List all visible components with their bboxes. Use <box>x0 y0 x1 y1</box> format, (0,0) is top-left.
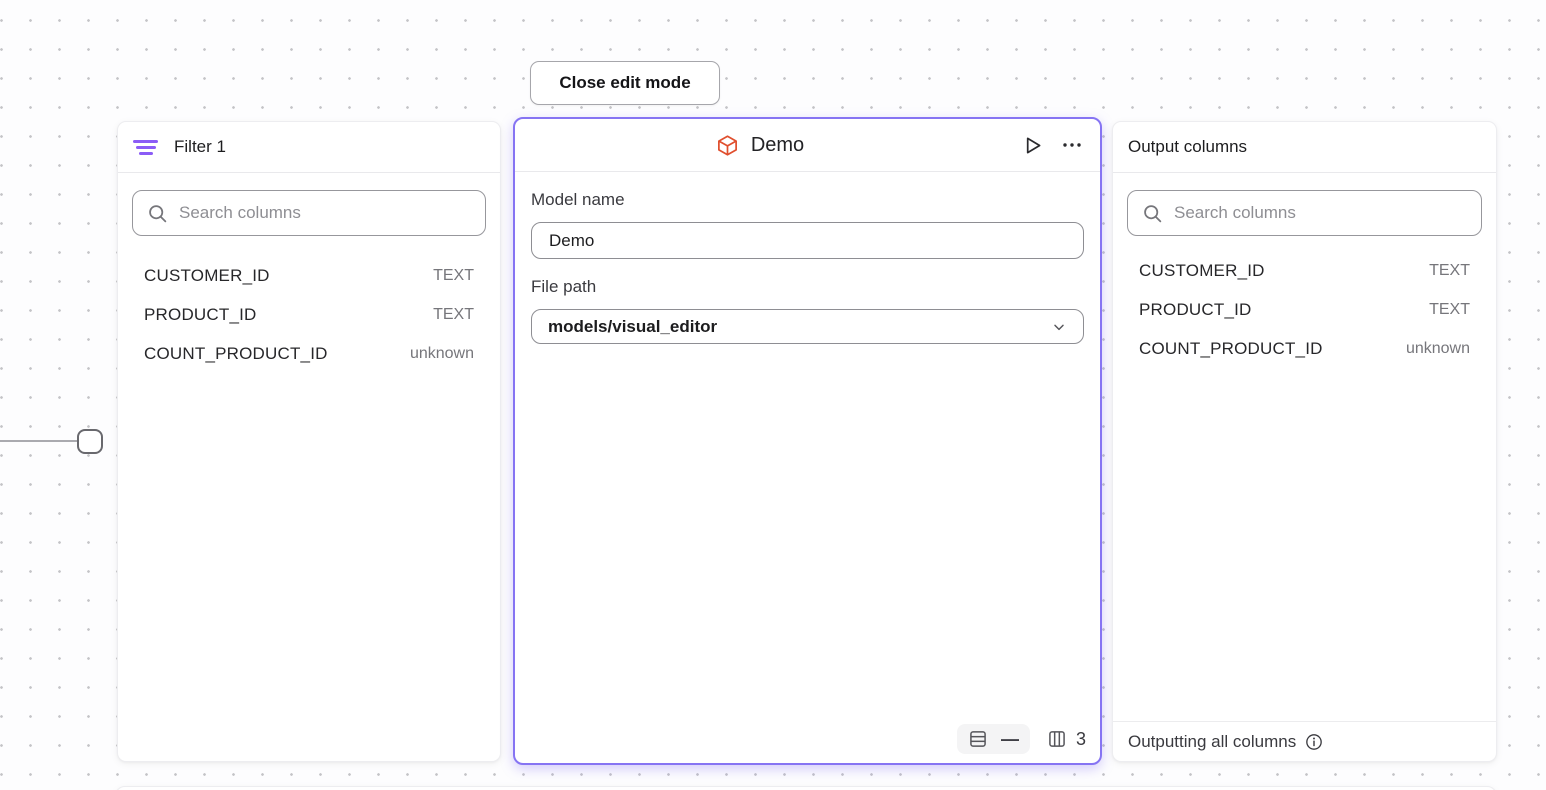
model-footer-stats: — 3 <box>956 724 1086 754</box>
model-panel-header: Demo <box>515 119 1100 172</box>
column-name: PRODUCT_ID <box>1139 299 1252 319</box>
output-search-box <box>1127 190 1482 236</box>
column-name: PRODUCT_ID <box>144 304 257 324</box>
output-panel-footer: Outputting all columns <box>1113 721 1496 761</box>
column-name: CUSTOMER_ID <box>144 265 270 285</box>
output-footer-text: Outputting all columns <box>1128 731 1297 751</box>
column-row: PRODUCT_ID TEXT <box>118 295 500 334</box>
output-columns-panel: Output columns CUSTOMER_ID TEXT PRODUCT_… <box>1112 121 1497 762</box>
model-header-actions <box>1019 119 1085 171</box>
model-cube-icon <box>717 134 737 156</box>
filter-panel: Filter 1 CUSTOMER_ID TEXT PRODUCT_ID TEX… <box>117 121 501 762</box>
table-columns-icon <box>1049 731 1065 747</box>
column-row: COUNT_PRODUCT_ID unknown <box>118 334 500 373</box>
search-icon <box>149 204 167 222</box>
column-type: TEXT <box>1429 261 1470 279</box>
row-count-stat[interactable]: — <box>956 724 1030 754</box>
model-title-group: Demo <box>716 134 804 157</box>
connector-handle[interactable] <box>77 429 103 454</box>
column-type: TEXT <box>433 266 474 284</box>
play-icon <box>1026 137 1040 153</box>
column-type: unknown <box>1405 339 1470 357</box>
filter-panel-title: Filter 1 <box>174 137 226 156</box>
output-column-list: CUSTOMER_ID TEXT PRODUCT_ID TEXT COUNT_P… <box>1113 251 1496 368</box>
column-row: PRODUCT_ID TEXT <box>1113 290 1496 329</box>
model-panel-body: Model name File path models/visual_edito… <box>515 172 1100 344</box>
column-row: CUSTOMER_ID TEXT <box>118 256 500 295</box>
column-name: CUSTOMER_ID <box>1139 260 1265 280</box>
search-icon <box>1144 204 1162 222</box>
output-panel-header: Output columns <box>1113 122 1496 173</box>
run-model-button[interactable] <box>1019 132 1045 158</box>
close-edit-mode-button[interactable]: Close edit mode <box>530 61 720 105</box>
column-name: COUNT_PRODUCT_ID <box>144 343 328 363</box>
connector-edge <box>0 440 79 442</box>
info-icon[interactable] <box>1304 732 1324 752</box>
model-name-input[interactable] <box>531 222 1084 259</box>
file-path-label: File path <box>531 277 597 296</box>
column-type: unknown <box>409 344 474 362</box>
model-menu-button[interactable] <box>1059 132 1085 158</box>
column-row: CUSTOMER_ID TEXT <box>1113 251 1496 290</box>
filter-panel-header: Filter 1 <box>118 122 500 173</box>
output-search-input[interactable] <box>1174 203 1467 223</box>
column-type: TEXT <box>1429 300 1470 318</box>
filter-search-input[interactable] <box>179 203 471 223</box>
filter-icon <box>133 139 158 155</box>
model-name-label: Model name <box>531 190 625 209</box>
column-type: TEXT <box>433 305 474 323</box>
filter-search-box <box>132 190 486 236</box>
model-panel: Demo Model name <box>513 117 1102 765</box>
file-path-value: models/visual_editor <box>548 316 718 336</box>
filter-column-list: CUSTOMER_ID TEXT PRODUCT_ID TEXT COUNT_P… <box>118 256 500 373</box>
output-panel-title: Output columns <box>1128 137 1248 156</box>
chevron-down-icon <box>1054 324 1064 330</box>
column-name: COUNT_PRODUCT_ID <box>1139 338 1323 358</box>
row-count-value: — <box>1000 729 1019 749</box>
bottom-panel <box>115 786 1497 790</box>
model-panel-title: Demo <box>750 133 805 156</box>
ellipsis-icon <box>1063 143 1081 147</box>
column-count-stat[interactable]: 3 <box>1047 729 1086 750</box>
file-path-select[interactable]: models/visual_editor <box>531 309 1084 344</box>
table-rows-icon <box>970 731 986 747</box>
column-count-value: 3 <box>1075 728 1086 749</box>
column-row: COUNT_PRODUCT_ID unknown <box>1113 329 1496 368</box>
